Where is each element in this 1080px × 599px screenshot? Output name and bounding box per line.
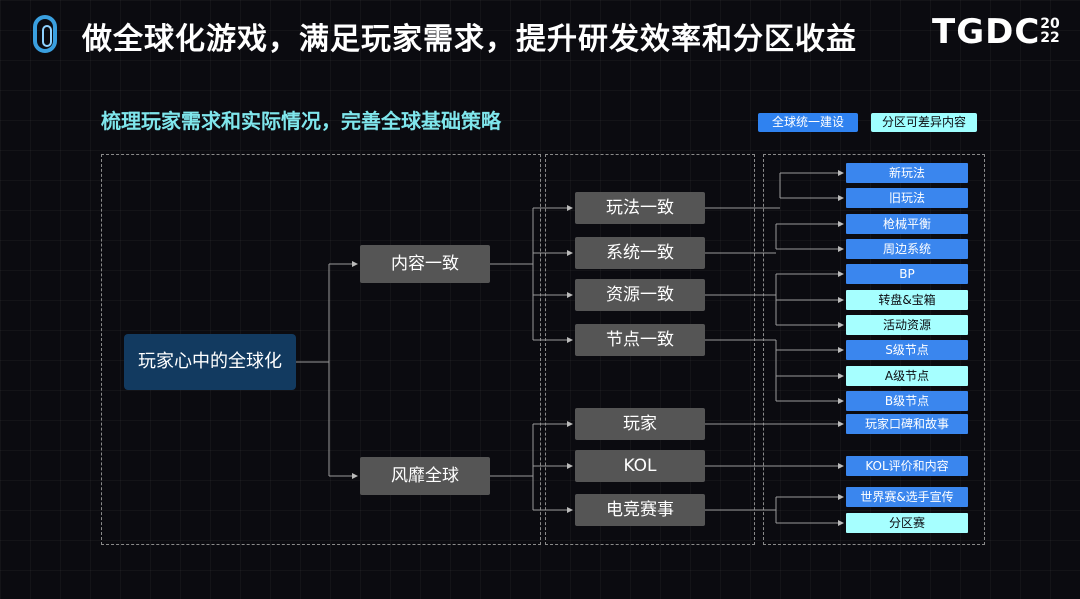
leaf-peripheral-systems: 周边系统 bbox=[846, 239, 968, 259]
branch-node-global-popularity: 风靡全球 bbox=[360, 457, 490, 495]
panel-right bbox=[763, 154, 985, 545]
panel-middle bbox=[545, 154, 755, 545]
root-node: 玩家心中的全球化 bbox=[124, 334, 296, 390]
leaf-wheel-chest: 转盘&宝箱 bbox=[846, 290, 968, 310]
mid-node-gameplay: 玩法一致 bbox=[575, 192, 705, 224]
brand-year-top: 20 bbox=[1040, 16, 1060, 32]
leaf-new-gameplay: 新玩法 bbox=[846, 163, 968, 183]
branch-node-content-consistent: 内容一致 bbox=[360, 245, 490, 283]
mid-node-milestones: 节点一致 bbox=[575, 324, 705, 356]
leaf-kol-reviews: KOL评价和内容 bbox=[846, 456, 968, 476]
legend-regional: 分区可差异内容 bbox=[871, 113, 977, 132]
legend-global: 全球统一建设 bbox=[758, 113, 858, 132]
leaf-worlds-promotion: 世界赛&选手宣传 bbox=[846, 487, 968, 507]
brand-year: 20 22 bbox=[1040, 17, 1060, 45]
leaf-a-milestone: A级节点 bbox=[846, 366, 968, 386]
mid-node-system: 系统一致 bbox=[575, 237, 705, 269]
leaf-bp: BP bbox=[846, 264, 968, 284]
leaf-weapon-balance: 枪械平衡 bbox=[846, 214, 968, 234]
brand-year-bottom: 22 bbox=[1040, 30, 1060, 46]
mid-node-kol: KOL bbox=[575, 450, 705, 482]
leaf-regional-matches: 分区赛 bbox=[846, 513, 968, 533]
leaf-s-milestone: S级节点 bbox=[846, 340, 968, 360]
mid-node-resources: 资源一致 bbox=[575, 279, 705, 311]
leaf-old-gameplay: 旧玩法 bbox=[846, 188, 968, 208]
page-title: 做全球化游戏，满足玩家需求，提升研发效率和分区收益 bbox=[82, 22, 857, 57]
mid-node-players: 玩家 bbox=[575, 408, 705, 440]
mid-node-esports: 电竞赛事 bbox=[575, 494, 705, 526]
panel-left bbox=[101, 154, 541, 545]
section-subtitle: 梳理玩家需求和实际情况，完善全球基础策略 bbox=[101, 109, 501, 133]
brand-logo-text: TGDC bbox=[932, 12, 1041, 52]
leaf-event-resources: 活动资源 bbox=[846, 315, 968, 335]
leaf-b-milestone: B级节点 bbox=[846, 391, 968, 411]
leaf-player-stories: 玩家口碑和故事 bbox=[846, 414, 968, 434]
tgdc-logo-icon bbox=[33, 15, 57, 53]
